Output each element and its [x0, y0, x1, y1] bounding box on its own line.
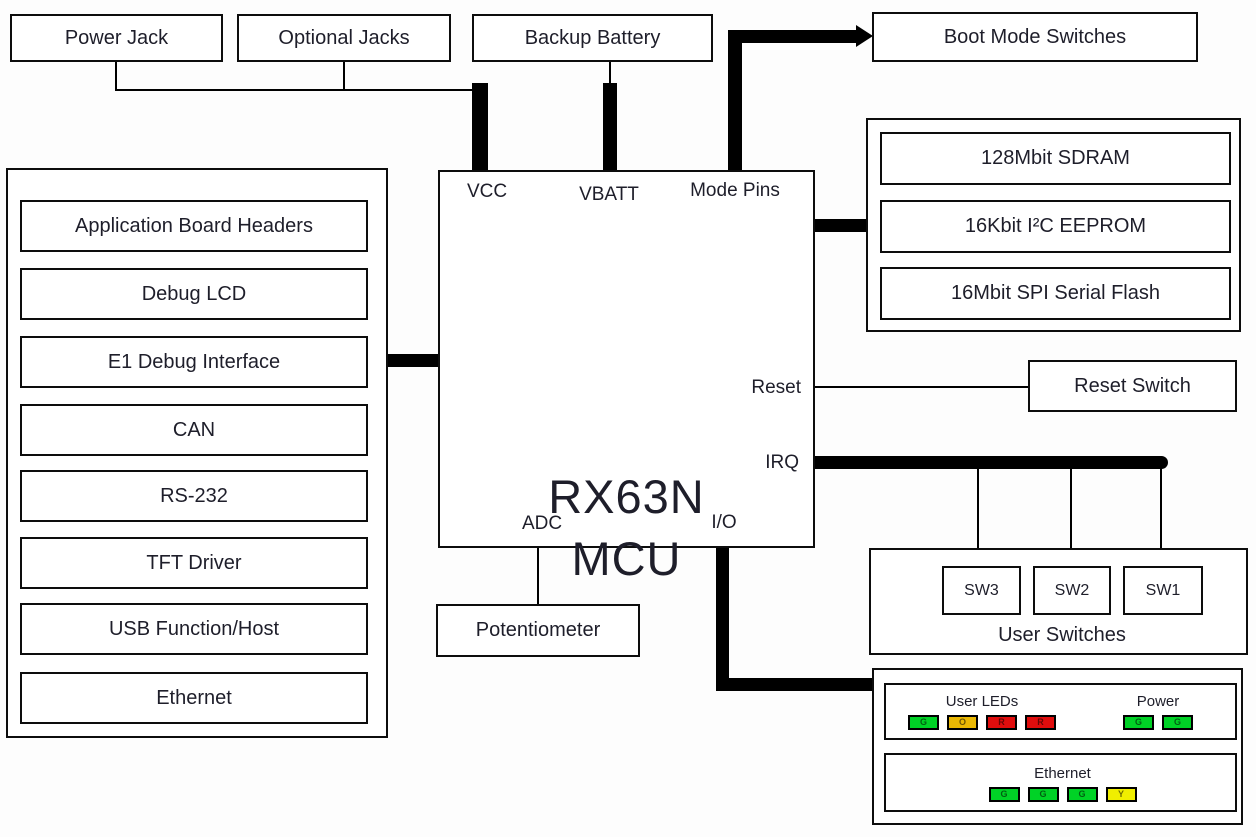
- wire-memory-bus-thick: [815, 219, 866, 232]
- potentiometer-box: Potentiometer: [436, 604, 640, 657]
- peripheral-label: Debug LCD: [141, 282, 247, 305]
- switch-sw2: SW2: [1033, 566, 1111, 615]
- wire-mode-pins-vertical: [728, 30, 742, 170]
- boot-mode-switches-label: Boot Mode Switches: [943, 25, 1127, 48]
- power-leds-label: Power: [1136, 693, 1180, 710]
- user-switches-label: User Switches: [998, 624, 1126, 646]
- mcu-pin-reset: Reset: [751, 377, 801, 398]
- switch-sw3: SW3: [942, 566, 1021, 615]
- peripheral-label: Ethernet: [156, 686, 232, 709]
- led-indicator: R: [986, 715, 1017, 730]
- led-indicator: G: [1027, 787, 1059, 802]
- mcu-pin-adc: ADC: [521, 513, 563, 534]
- wire-irq-thick: [815, 456, 1168, 469]
- wire-reset-thin: [815, 386, 1028, 388]
- memory-box-i2c-eeprom: 16Kbit I²C EEPROM: [880, 200, 1231, 253]
- optional-jacks-box: Optional Jacks: [237, 14, 451, 62]
- led-indicator: G: [908, 715, 939, 730]
- mcu-pin-vbatt: VBATT: [579, 184, 639, 205]
- peripheral-label: E1 Debug Interface: [107, 350, 281, 373]
- backup-battery-box: Backup Battery: [472, 14, 713, 62]
- reset-switch-box: Reset Switch: [1028, 360, 1237, 412]
- mcu-name-line1: RX63N: [548, 470, 705, 523]
- potentiometer-label: Potentiometer: [475, 619, 601, 641]
- peripheral-label: RS-232: [160, 484, 228, 507]
- mcu-pin-irq: IRQ: [765, 452, 799, 473]
- led-indicator: G: [1123, 715, 1154, 730]
- switch-label: SW1: [1145, 581, 1181, 599]
- wire-sw3-drop: [977, 462, 979, 565]
- peripheral-box-debug-lcd: Debug LCD: [20, 268, 368, 320]
- peripheral-box-e1-debug-interface: E1 Debug Interface: [20, 336, 368, 388]
- switch-sw1: SW1: [1123, 566, 1203, 615]
- boot-mode-switches-box: Boot Mode Switches: [872, 12, 1198, 62]
- mcu-pin-mode-pins: Mode Pins: [690, 180, 780, 201]
- peripheral-box-rs232: RS-232: [20, 470, 368, 522]
- mcu-pin-io: I/O: [711, 512, 737, 533]
- mcu-pin-vcc: VCC: [467, 181, 508, 202]
- boot-mode-arrowhead: [856, 25, 873, 47]
- backup-battery-label: Backup Battery: [524, 26, 661, 49]
- reset-switch-label: Reset Switch: [1074, 374, 1191, 397]
- memory-panel: 128Mbit SDRAM 16Kbit I²C EEPROM 16Mbit S…: [866, 118, 1241, 332]
- wire-battery-drop: [609, 62, 611, 85]
- mcu-name: RX63N MCU: [440, 466, 813, 590]
- peripheral-box-tft-driver: TFT Driver: [20, 537, 368, 589]
- power-jack-label: Power Jack: [64, 26, 169, 49]
- wire-power-jack-drop: [115, 62, 117, 91]
- peripheral-label: CAN: [172, 418, 216, 441]
- memory-label: 16Kbit I²C EEPROM: [964, 215, 1147, 237]
- led-indicator: Y: [1105, 787, 1137, 802]
- user-switches-panel: SW3 SW2 SW1 User Switches: [869, 548, 1248, 655]
- wire-power-bus-horizontal: [115, 89, 483, 91]
- led-indicator: G: [1162, 715, 1193, 730]
- switch-label: SW2: [1054, 581, 1090, 599]
- wire-sw2-drop: [1070, 462, 1072, 565]
- optional-jacks-label: Optional Jacks: [278, 26, 410, 49]
- memory-label: 128Mbit SDRAM: [981, 147, 1130, 169]
- led-indicator: G: [1066, 787, 1098, 802]
- peripherals-panel: Application Board Headers Debug LCD E1 D…: [6, 168, 388, 738]
- peripheral-box-usb-function-host: USB Function/Host: [20, 603, 368, 655]
- wire-vbatt-thick: [603, 83, 617, 170]
- wire-io-vertical: [716, 548, 729, 691]
- led-indicator: G: [988, 787, 1020, 802]
- led-indicator: O: [947, 715, 978, 730]
- peripheral-label: TFT Driver: [146, 551, 242, 574]
- wire-e1-debug-thick: [388, 354, 438, 367]
- mcu-block: VCC VBATT Mode Pins RX63N MCU Reset IRQ …: [438, 170, 815, 585]
- peripheral-box-ethernet: Ethernet: [20, 672, 368, 724]
- peripheral-box-application-board-headers: Application Board Headers: [20, 200, 368, 252]
- led-indicator: R: [1025, 715, 1056, 730]
- power-jack-box: Power Jack: [10, 14, 223, 62]
- peripheral-box-can: CAN: [20, 404, 368, 456]
- memory-label: 16Mbit SPI Serial Flash: [951, 282, 1160, 304]
- wire-io-horizontal: [716, 678, 872, 691]
- wire-sw1-drop: [1160, 462, 1162, 565]
- peripheral-label: USB Function/Host: [108, 617, 280, 640]
- peripheral-label: Application Board Headers: [75, 214, 313, 237]
- ethernet-leds-label: Ethernet: [1034, 765, 1091, 782]
- wire-vcc-thick: [472, 83, 488, 170]
- user-leds-label: User LEDs: [945, 693, 1019, 710]
- memory-box-spi-flash: 16Mbit SPI Serial Flash: [880, 267, 1231, 320]
- mcu-name-line2: MCU: [571, 532, 682, 585]
- wire-mode-pins-horizontal: [728, 30, 858, 43]
- switch-label: SW3: [964, 581, 999, 599]
- wire-adc-thin: [537, 548, 539, 605]
- wire-optional-jacks-drop: [343, 62, 345, 91]
- memory-box-sdram: 128Mbit SDRAM: [880, 132, 1231, 185]
